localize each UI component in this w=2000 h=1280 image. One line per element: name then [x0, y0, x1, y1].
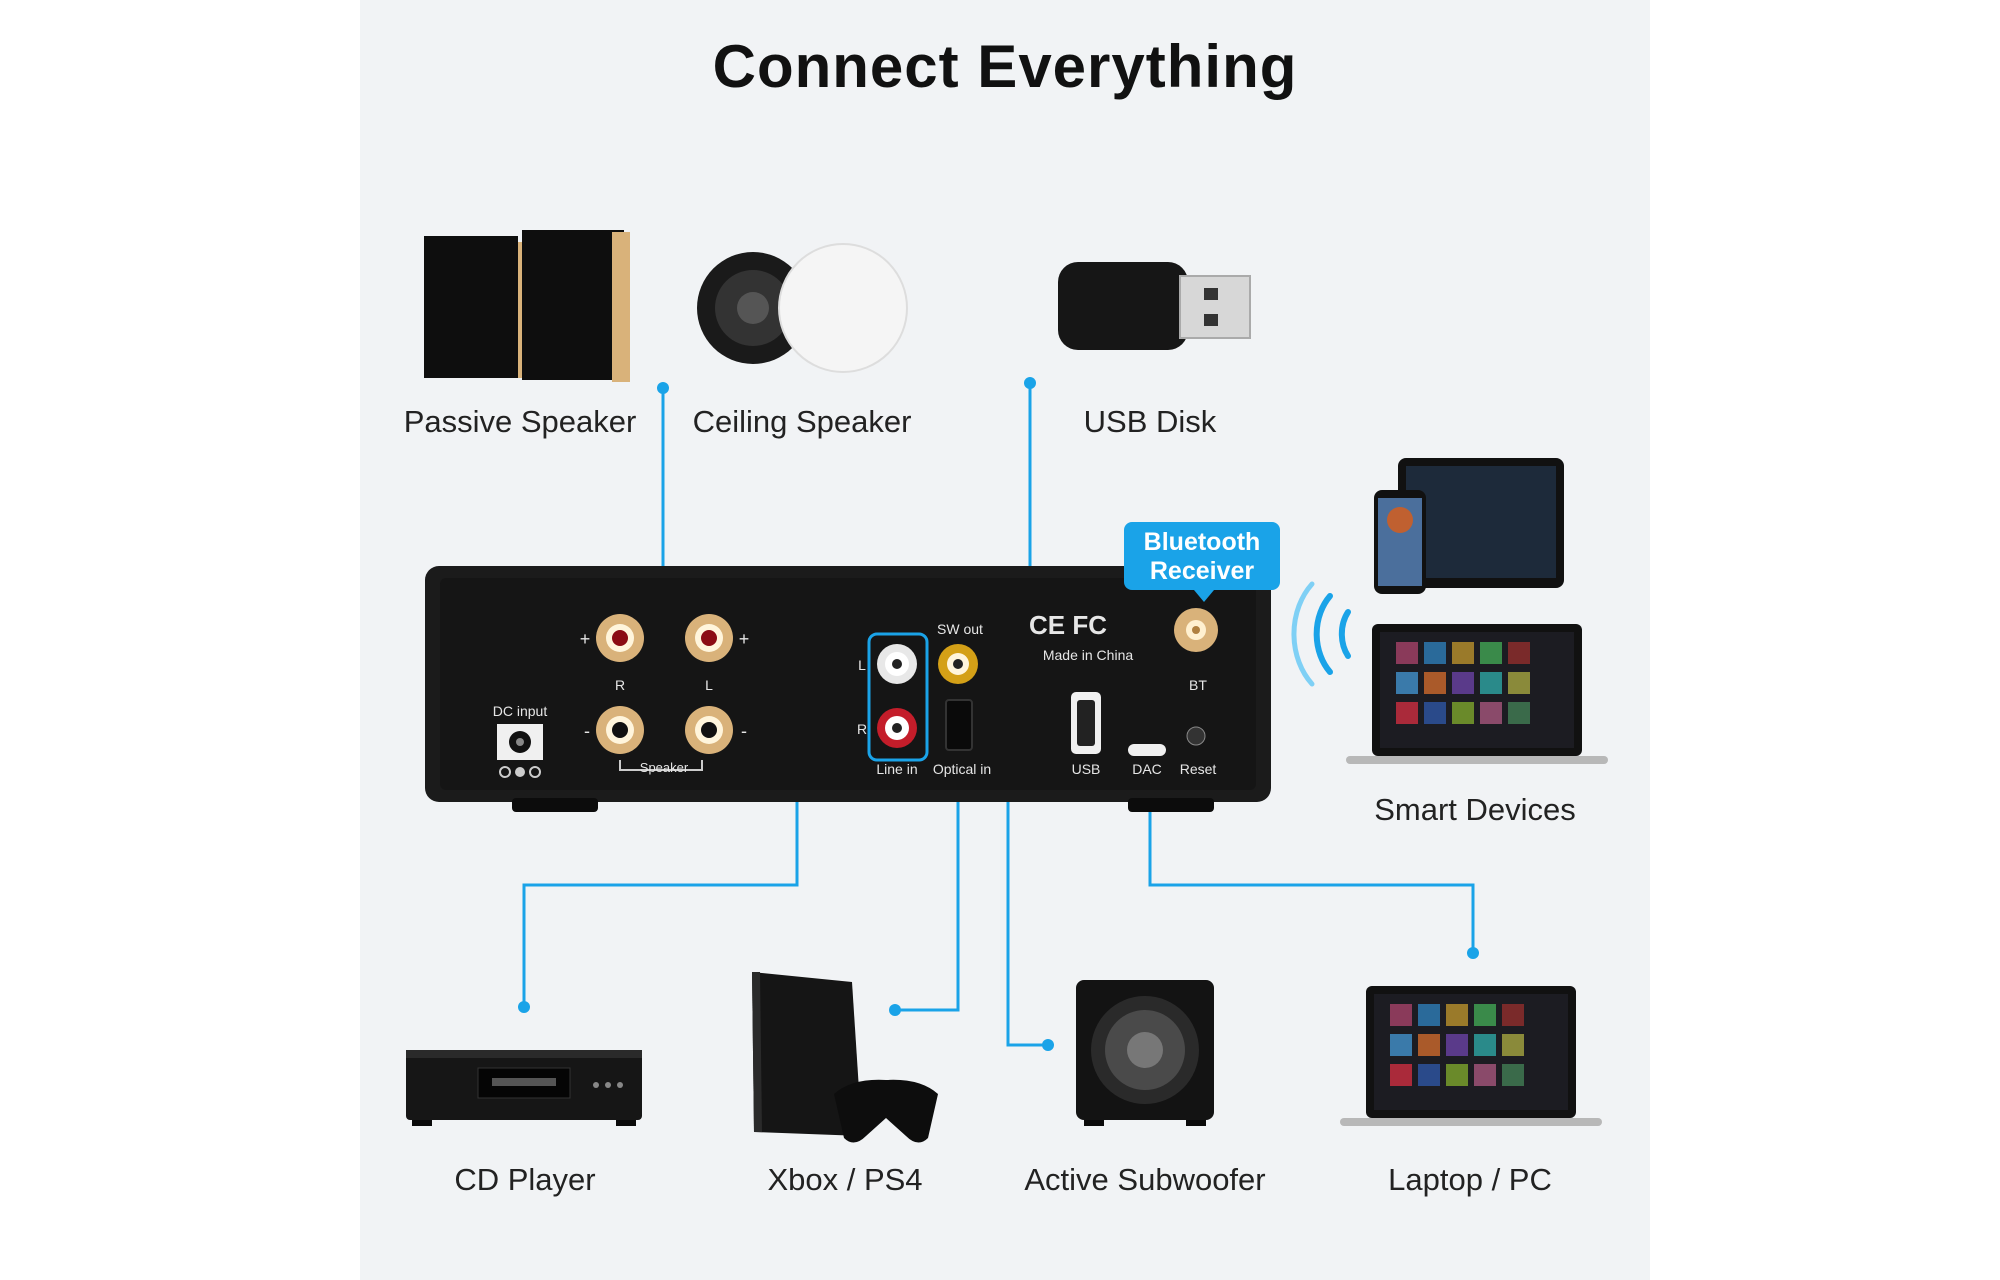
optical-in-label: Optical in	[933, 761, 991, 777]
usb-label: USB	[1072, 761, 1101, 777]
subwoofer-image	[1076, 980, 1214, 1126]
page-title: Connect Everything	[712, 33, 1298, 100]
console-image	[752, 972, 938, 1143]
made-in-label: Made in China	[1043, 647, 1133, 663]
dot-laptop	[1467, 947, 1479, 959]
laptop-label: Laptop / PC	[1388, 1162, 1552, 1197]
dac-label: DAC	[1132, 761, 1162, 777]
ceiling-speaker-label: Ceiling Speaker	[692, 404, 912, 439]
dc-input-label: DC input	[493, 703, 548, 719]
line-in-label: Line in	[876, 761, 917, 777]
minus-left-label: -	[584, 721, 590, 741]
console-label: Xbox / PS4	[767, 1162, 923, 1197]
cert-marks: CE FC	[1029, 610, 1107, 640]
dot-cd-player	[518, 1001, 530, 1013]
speaker-label: Speaker	[640, 760, 689, 775]
smart-devices-label: Smart Devices	[1374, 792, 1576, 827]
smart-devices-image	[1346, 458, 1608, 764]
passive-speaker-label: Passive Speaker	[403, 404, 637, 439]
bt-label: BT	[1189, 677, 1207, 693]
plus-left-label: +	[580, 629, 591, 649]
dot-subwoofer	[1042, 1039, 1054, 1051]
dot-speakers	[657, 382, 669, 394]
line-console	[895, 700, 960, 1012]
line-in-r-label: R	[857, 721, 867, 737]
usb-disk-label: USB Disk	[1083, 404, 1217, 439]
sw-out-label: SW out	[937, 621, 983, 637]
passive-speaker-image	[424, 230, 630, 382]
dot-console	[889, 1004, 901, 1016]
laptop-image	[1340, 986, 1602, 1126]
subwoofer-label: Active Subwoofer	[1024, 1162, 1266, 1197]
plus-right-label: +	[739, 629, 750, 649]
cd-player-image	[406, 1050, 642, 1126]
terminal-r-label: R	[615, 677, 625, 693]
ceiling-speaker-image	[697, 243, 908, 373]
line-laptop	[1148, 770, 1475, 955]
bluetooth-badge-line2: Receiver	[1149, 557, 1255, 585]
wireless-waves-icon	[1291, 581, 1351, 687]
minus-right-label: -	[741, 721, 747, 741]
usb-disk-image	[1058, 262, 1251, 350]
terminal-l-label: L	[705, 677, 713, 693]
bluetooth-receiver-badge: Bluetooth Receiver	[1124, 522, 1280, 602]
amplifier-rear-panel: DC input Speaker R L + + - - L R Line in…	[425, 566, 1271, 812]
line-in-l-label: L	[858, 657, 866, 673]
bluetooth-badge-line1: Bluetooth	[1143, 528, 1261, 556]
reset-label: Reset	[1180, 761, 1217, 777]
cd-player-label: CD Player	[454, 1162, 596, 1197]
dot-usb-disk	[1024, 377, 1036, 389]
